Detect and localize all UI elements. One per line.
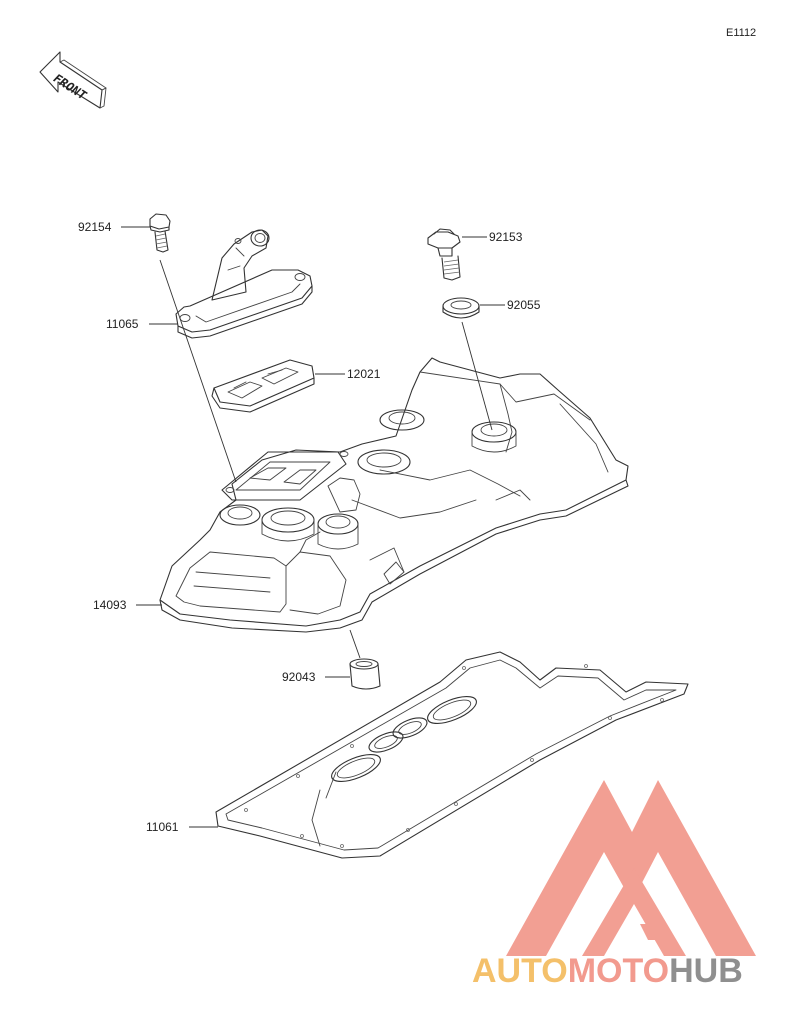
gasket-hole-3 <box>392 717 428 739</box>
plug-hole-6 <box>471 421 517 453</box>
part-label-92055: 92055 <box>507 298 541 312</box>
watermark-logo-icon <box>506 780 756 956</box>
watermark-part-moto: MOTO <box>568 952 669 990</box>
watermark-text: AUTOMOTOHUB <box>472 952 743 990</box>
bolt-92153 <box>427 228 461 281</box>
part-label-92043: 92043 <box>282 670 316 684</box>
plug-hole-1 <box>219 504 261 526</box>
gasket-hole-1 <box>331 754 381 782</box>
watermark-part-auto: AUTO <box>472 952 568 990</box>
front-arrow-icon: FRONT <box>39 51 107 109</box>
watermark-part-hub: HUB <box>669 952 743 990</box>
bolt-92154 <box>149 213 171 253</box>
leader-lines <box>121 226 505 828</box>
gasket-hole-2 <box>368 731 404 753</box>
cover-11065 <box>175 229 313 339</box>
part-label-92154: 92154 <box>78 220 112 234</box>
plug-hole-5 <box>379 409 425 431</box>
diagram-ref-code: E1112 <box>726 27 756 39</box>
part-label-14093: 14093 <box>93 598 127 612</box>
gasket-hole-4 <box>427 696 477 724</box>
front-label: FRONT <box>50 72 90 102</box>
reed-valve-12021 <box>211 359 315 413</box>
cylinder-head-cover-14093 <box>159 357 629 633</box>
part-label-11061: 11061 <box>146 820 179 834</box>
part-label-92153: 92153 <box>489 230 523 244</box>
plug-hole-4 <box>357 449 411 475</box>
plug-hole-3 <box>317 513 359 550</box>
plug-hole-2 <box>261 507 315 542</box>
part-label-11065: 11065 <box>106 317 139 331</box>
pin-92043 <box>349 658 381 690</box>
washer-92055 <box>442 297 480 319</box>
gasket-11061 <box>215 651 689 859</box>
gasket-bolt-dots <box>244 664 664 848</box>
part-label-12021: 12021 <box>347 367 381 381</box>
